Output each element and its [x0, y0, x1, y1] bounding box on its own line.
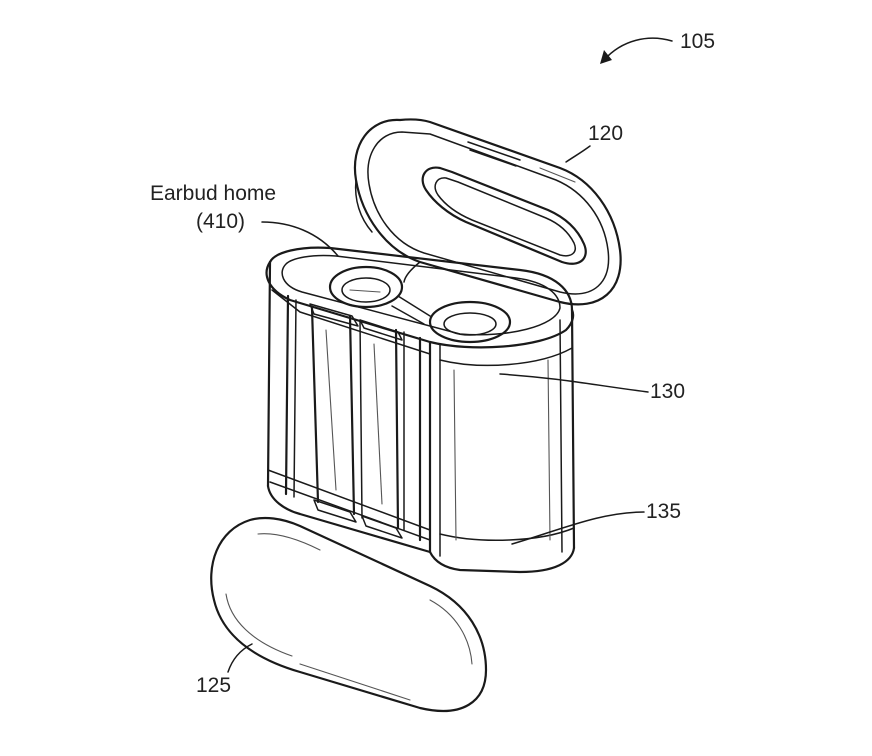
- ref-135-label: 135: [646, 500, 681, 523]
- ref-120-label: 120: [588, 122, 623, 145]
- earbud-home-group: Earbud home (410): [150, 182, 339, 257]
- earbud-home-leader: [261, 221, 339, 257]
- case-body: [265, 246, 576, 574]
- ref-105-label: 105: [680, 30, 715, 53]
- ref-130-group: 130: [499, 373, 685, 403]
- ref-120-leader: [565, 145, 591, 163]
- ref-105-arrowhead: [600, 50, 612, 64]
- earbud-home-label: Earbud home: [150, 182, 276, 205]
- earbud-home-ref-label: (410): [196, 210, 245, 233]
- ref-125-label: 125: [196, 674, 231, 697]
- ref-125-leader: [227, 643, 253, 673]
- ref-105-group: 105: [600, 30, 715, 64]
- ref-125-group: 125: [196, 643, 253, 697]
- ref-135-leader: [511, 511, 645, 545]
- ref-120-group: 120: [565, 122, 623, 163]
- ref-130-leader: [499, 373, 649, 393]
- ref-130-label: 130: [650, 380, 685, 403]
- open-lid: [353, 118, 622, 306]
- ref-135-group: 135: [511, 500, 681, 545]
- ref-105-leader-arrow: [603, 37, 673, 61]
- detached-cover: [210, 516, 488, 713]
